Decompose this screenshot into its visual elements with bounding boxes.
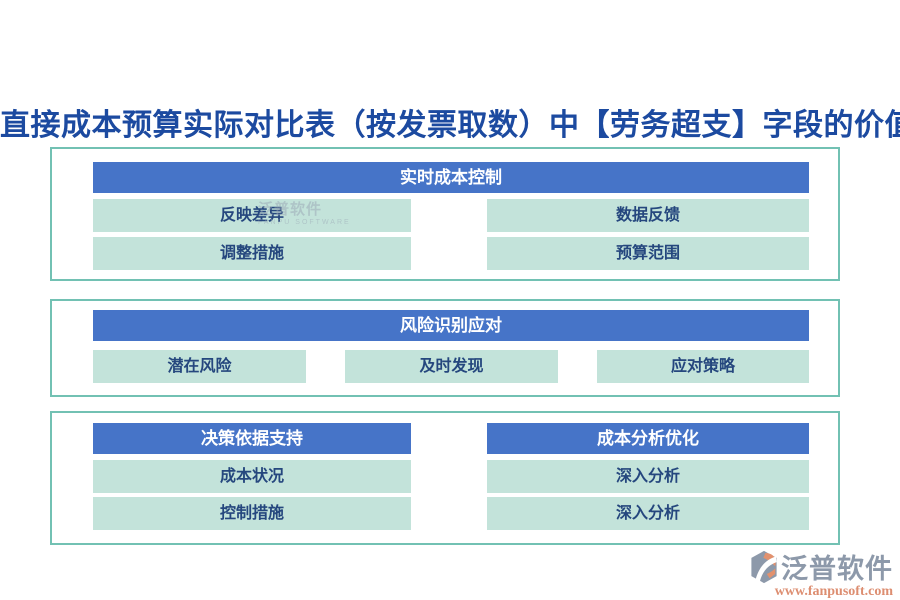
item-potential-risk: 潜在风险 bbox=[93, 350, 306, 383]
item-deep-analysis-1: 深入分析 bbox=[487, 460, 809, 493]
panel-risk-identification: 风险识别应对 潜在风险 及时发现 应对策略 bbox=[50, 299, 840, 397]
item-adjust-measures: 调整措施 bbox=[93, 237, 411, 270]
page-title: 直接成本预算实际对比表（按发票取数）中【劳务超支】字段的价值 bbox=[0, 109, 900, 142]
section-header-risk-identification: 风险识别应对 bbox=[93, 310, 809, 341]
item-timely-discovery: 及时发现 bbox=[345, 350, 558, 383]
item-data-feedback: 数据反馈 bbox=[487, 199, 809, 232]
fanpu-logo-url: www.fanpusoft.com bbox=[774, 584, 893, 599]
panel-decision-and-analysis: 决策依据支持 成本分析优化 成本状况 深入分析 控制措施 深入分析 bbox=[50, 411, 840, 545]
item-control-measures: 控制措施 bbox=[93, 497, 411, 530]
item-cost-status: 成本状况 bbox=[93, 460, 411, 493]
item-budget-scope: 预算范围 bbox=[487, 237, 809, 270]
fanpu-logo-icon bbox=[750, 550, 778, 584]
item-deep-analysis-2: 深入分析 bbox=[487, 497, 809, 530]
fanpu-logo: 泛普软件 www.fanpusoft.com bbox=[733, 547, 893, 600]
item-response-strategy: 应对策略 bbox=[597, 350, 809, 383]
section-header-realtime-cost-control: 实时成本控制 bbox=[93, 162, 809, 193]
section-header-decision-support: 决策依据支持 bbox=[93, 423, 411, 454]
section-header-cost-analysis: 成本分析优化 bbox=[487, 423, 809, 454]
panel-realtime-cost-control: 实时成本控制 反映差异 数据反馈 调整措施 预算范围 泛普软件 FANPU SO… bbox=[50, 147, 840, 281]
item-reflect-difference: 反映差异 bbox=[93, 199, 411, 232]
fanpu-logo-name: 泛普软件 bbox=[781, 554, 893, 584]
